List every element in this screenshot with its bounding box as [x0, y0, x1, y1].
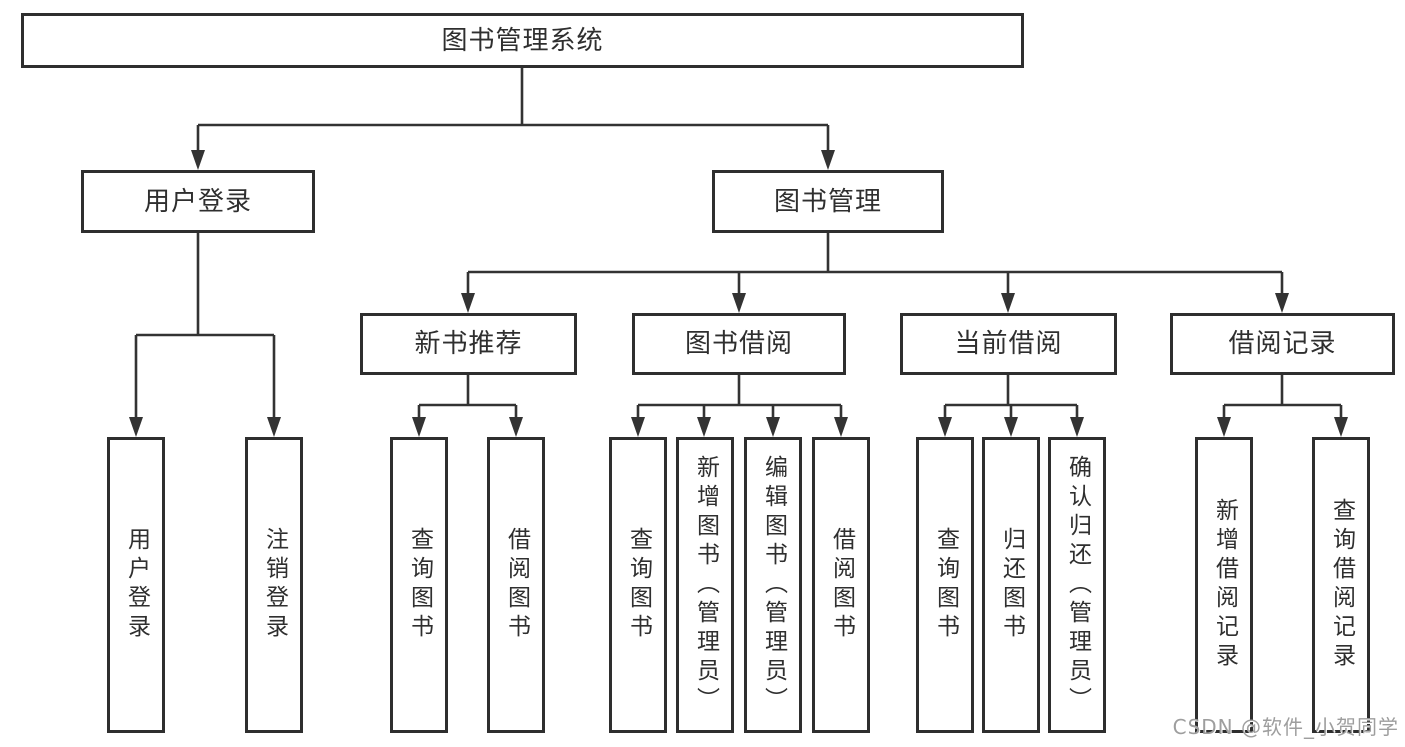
node-label: 新增图书（管理员）	[692, 454, 719, 716]
node-leaf-query-book-3: 查询图书	[916, 437, 974, 733]
node-label: 图书管理系统	[441, 25, 604, 56]
node-label: 借阅图书	[828, 527, 855, 643]
node-leaf-query-borrow-record: 查询借阅记录	[1312, 437, 1370, 733]
node-label: 新增借阅记录	[1211, 498, 1238, 672]
node-label: 查询借阅记录	[1328, 498, 1355, 672]
node-label: 用户登录	[143, 186, 252, 217]
node-label: 新书推荐	[414, 329, 523, 359]
node-label: 确认归还（管理员）	[1064, 454, 1091, 716]
node-label: 图书借阅	[684, 329, 793, 359]
node-leaf-query-book-2: 查询图书	[609, 437, 667, 733]
node-label: 图书管理	[773, 186, 882, 217]
node-leaf-add-book-admin: 新增图书（管理员）	[676, 437, 734, 733]
node-current-borrow: 当前借阅	[900, 313, 1117, 375]
node-leaf-confirm-return-admin: 确认归还（管理员）	[1048, 437, 1106, 733]
node-borrow-record: 借阅记录	[1170, 313, 1395, 375]
node-leaf-user-login: 用户登录	[107, 437, 165, 733]
node-label: 借阅记录	[1228, 329, 1337, 359]
node-label: 查询图书	[932, 527, 959, 643]
node-leaf-borrow-book-1: 借阅图书	[487, 437, 545, 733]
node-label: 当前借阅	[954, 329, 1063, 359]
node-label: 注销登录	[261, 527, 288, 643]
node-label: 编辑图书（管理员）	[760, 454, 787, 716]
node-leaf-borrow-book-2: 借阅图书	[812, 437, 870, 733]
node-book-management-branch: 图书管理	[712, 170, 944, 233]
node-leaf-add-borrow-record: 新增借阅记录	[1195, 437, 1253, 733]
node-label: 查询图书	[625, 527, 652, 643]
node-label: 查询图书	[406, 527, 433, 643]
node-leaf-return-book: 归还图书	[982, 437, 1040, 733]
node-leaf-query-book-1: 查询图书	[390, 437, 448, 733]
node-system-root: 图书管理系统	[21, 13, 1024, 68]
arrowheads	[129, 150, 1348, 437]
node-book-borrow: 图书借阅	[632, 313, 846, 375]
node-leaf-edit-book-admin: 编辑图书（管理员）	[744, 437, 802, 733]
node-label: 用户登录	[123, 527, 150, 643]
node-label: 归还图书	[998, 527, 1025, 643]
node-user-login-branch: 用户登录	[81, 170, 315, 233]
node-leaf-logout: 注销登录	[245, 437, 303, 733]
csdn-watermark: CSDN @软件_小贺同学	[1172, 715, 1399, 739]
node-label: 借阅图书	[503, 527, 530, 643]
node-new-book-recommend: 新书推荐	[360, 313, 577, 375]
